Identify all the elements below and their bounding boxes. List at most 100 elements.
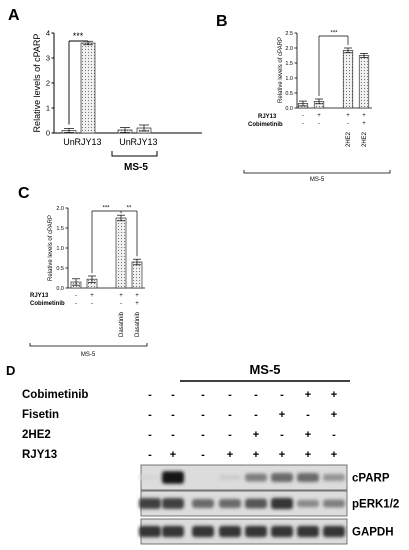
bar (115, 217, 127, 289)
treatment-sign: - (302, 121, 304, 127)
blot-band (297, 525, 319, 538)
panel-c-row-label-rjy13: RJY13 (30, 293, 49, 299)
blot-band (271, 497, 293, 510)
bar (80, 42, 96, 134)
panel-c-ylabel: Relative levels of cPARP (48, 215, 54, 281)
panel-a-significance: *** (73, 31, 84, 41)
blot-band (245, 473, 267, 482)
blot-band (139, 498, 161, 509)
blot-band (323, 499, 345, 508)
treatment-sign: - (332, 429, 336, 441)
treatment-sign: + (170, 449, 176, 461)
treatment-sign: - (318, 121, 320, 127)
treatment-sign: + (90, 293, 94, 299)
treatment-sign: + (362, 121, 366, 127)
treatment-sign: + (279, 449, 285, 461)
treatment-sign: + (253, 449, 259, 461)
panel-c-chart: Relative levels of cPARP *** ** MS-5 RJY… (29, 206, 148, 358)
bar (358, 55, 370, 109)
group-bracket (29, 343, 148, 347)
panel-b-ylabel: Relative levels of cPARP (278, 37, 284, 103)
treatment-sign: + (119, 293, 123, 299)
treatment-sign: + (227, 449, 233, 461)
blot-band (219, 499, 241, 508)
bar-label: 2HE2 (346, 131, 352, 147)
bar (342, 50, 354, 109)
y-tick-label: 1 (46, 104, 50, 113)
treatment-sign: - (201, 409, 205, 421)
treatment-sign: - (171, 429, 175, 441)
blot-band (139, 525, 161, 538)
blot-band (245, 498, 267, 509)
treatment-label: Cobimetinib (22, 389, 88, 401)
treatment-sign: - (228, 429, 232, 441)
treatment-sign: - (171, 389, 175, 401)
treatment-sign: - (201, 429, 205, 441)
panel-b-significance: *** (330, 31, 338, 37)
bar-label: Dasatinib (119, 311, 125, 337)
panel-c-row-label-cobimetinib: Cobimetinib (30, 301, 65, 307)
panel-b-group-label: MS-5 (310, 177, 325, 183)
band-label: pERK1/2 (352, 499, 399, 511)
blot-band (162, 471, 184, 484)
treatment-sign: + (279, 409, 285, 421)
treatment-sign: - (120, 301, 122, 307)
panel-label-b: B (216, 13, 228, 30)
blot-group-label: MS-5 (249, 362, 280, 377)
y-tick-label: 2.0 (285, 46, 293, 52)
blot-band (271, 525, 293, 538)
x-category-label: Un (119, 137, 131, 147)
blot-band (323, 525, 345, 538)
blot-band (219, 475, 241, 480)
y-tick-label: 4 (46, 29, 50, 38)
treatment-sign: - (347, 121, 349, 127)
panel-c-significance-1: *** (102, 206, 110, 212)
panel-b-row-label-cobimetinib: Cobimetinib (248, 122, 283, 128)
blot-band (271, 473, 293, 482)
panel-label-a: A (8, 7, 20, 24)
blot-band (192, 475, 214, 480)
band-label: cPARP (352, 473, 390, 485)
panel-a-chart: Relative levels of cPARP *** MS-5 01234U… (32, 29, 202, 173)
treatment-sign: + (362, 113, 366, 119)
x-category-label: RJY13 (74, 137, 101, 147)
blot-band (139, 475, 161, 480)
treatment-sign: + (135, 293, 139, 299)
treatment-sign: - (228, 409, 232, 421)
panel-label-d: D (6, 363, 15, 378)
treatment-sign: - (254, 409, 258, 421)
group-bracket (111, 151, 158, 157)
y-tick-label: 0.0 (285, 106, 293, 112)
y-tick-label: 2 (46, 79, 50, 88)
blot-band (162, 498, 184, 509)
y-tick-label: 3 (46, 54, 50, 63)
treatment-sign: + (305, 449, 311, 461)
blot-band (297, 473, 319, 482)
panel-c-significance-2: ** (127, 206, 132, 212)
treatment-sign: - (280, 389, 284, 401)
treatment-sign: - (148, 449, 152, 461)
y-tick-label: 1.5 (56, 226, 64, 232)
treatment-sign: - (75, 301, 77, 307)
y-tick-label: 2.5 (285, 31, 293, 37)
blot-band (162, 525, 184, 538)
panel-b-chart: Relative levels of cPARP *** MS-5 RJY13 … (243, 31, 391, 183)
y-tick-label: 1.0 (285, 76, 293, 82)
treatment-sign: + (331, 449, 337, 461)
treatment-sign: + (305, 429, 311, 441)
panel-a-group-label: MS-5 (124, 162, 148, 173)
bar-label: 2HE2 (362, 131, 368, 147)
x-category-label: RJY13 (130, 137, 157, 147)
band-label: GAPDH (352, 527, 394, 539)
panel-d-western-blot: MS-5 Cobimetinib------++Fisetin-----+-+2… (22, 362, 399, 545)
panel-a-ylabel: Relative levels of cPARP (32, 34, 42, 133)
treatment-sign: - (148, 409, 152, 421)
y-tick-label: 0.0 (56, 286, 64, 292)
treatment-label: Fisetin (22, 409, 59, 421)
panel-c-group-label: MS-5 (81, 352, 96, 358)
treatment-sign: - (280, 429, 284, 441)
blot-band (245, 525, 267, 538)
blot-band (192, 525, 214, 538)
treatment-sign: + (305, 389, 311, 401)
